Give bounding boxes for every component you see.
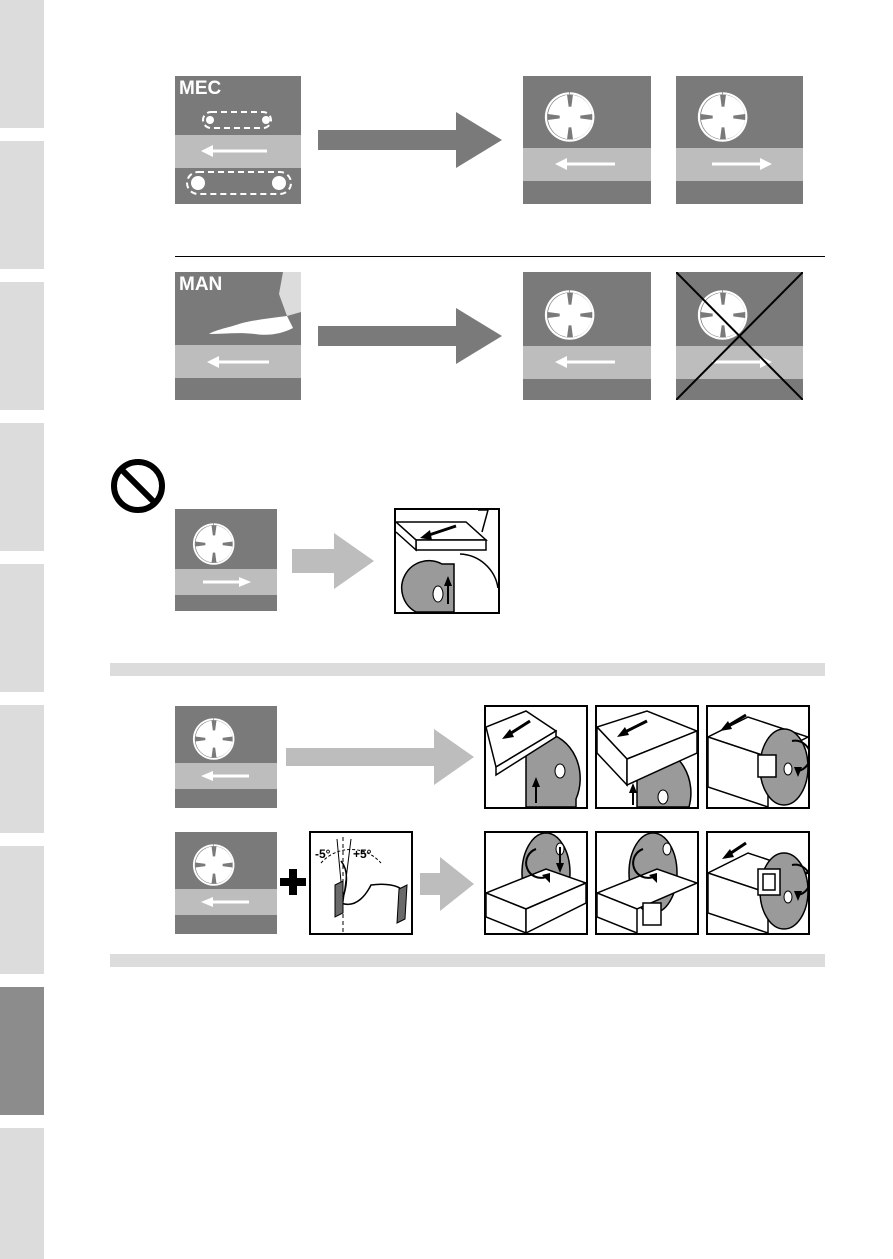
lower-arrow-2 bbox=[420, 857, 474, 911]
kickback-illustration bbox=[394, 508, 500, 614]
side-tab-8-active[interactable] bbox=[0, 987, 44, 1115]
left-arrow-icon bbox=[523, 148, 651, 181]
tooth-angle-diagram: -5° +5° bbox=[309, 831, 413, 935]
lower-blade-panel-1 bbox=[175, 706, 277, 808]
cross-out-icon bbox=[676, 272, 803, 400]
crosscut-illustration-1 bbox=[706, 705, 810, 809]
saw-blade-icon bbox=[533, 278, 607, 352]
prohibited-arrow bbox=[292, 533, 374, 589]
left-arrow-icon bbox=[175, 889, 277, 915]
mec-feed-panel: MEC bbox=[175, 76, 301, 204]
hand-icon bbox=[175, 272, 301, 400]
saw-blade-icon bbox=[686, 80, 760, 154]
right-arrow-icon bbox=[676, 148, 803, 181]
mec-result-panel-left bbox=[523, 76, 651, 204]
prohibited-blade-panel bbox=[175, 509, 277, 611]
side-tab-2[interactable] bbox=[0, 141, 44, 269]
side-tab-4[interactable] bbox=[0, 423, 44, 551]
minus-angle-label: -5° bbox=[315, 847, 330, 861]
plus-angle-label: +5° bbox=[353, 847, 371, 861]
mec-big-arrow bbox=[318, 112, 502, 168]
feed-roller-icon bbox=[175, 76, 301, 204]
side-tab-1[interactable] bbox=[0, 0, 44, 128]
left-arrow-icon bbox=[523, 346, 651, 379]
angled-cut-illustration-2 bbox=[595, 831, 699, 935]
saw-blade-icon bbox=[183, 513, 245, 575]
side-tab-9[interactable] bbox=[0, 1128, 44, 1259]
left-arrow-icon bbox=[175, 763, 277, 789]
man-result-panel-right bbox=[676, 272, 803, 400]
side-tab-5[interactable] bbox=[0, 564, 44, 692]
man-result-panel-left bbox=[523, 272, 651, 400]
prohibited-icon bbox=[110, 458, 166, 514]
side-tab-7[interactable] bbox=[0, 846, 44, 974]
lower-blade-panel-2 bbox=[175, 832, 277, 934]
section-rule-bottom bbox=[110, 954, 825, 967]
right-arrow-icon bbox=[175, 569, 277, 595]
crosscut-illustration-2 bbox=[706, 831, 810, 935]
man-feed-panel: MAN bbox=[175, 272, 301, 400]
rip-cut-illustration-1 bbox=[484, 705, 588, 809]
man-big-arrow bbox=[318, 308, 502, 364]
side-tab-6[interactable] bbox=[0, 705, 44, 833]
section-rule-top bbox=[110, 663, 825, 676]
mec-result-panel-right bbox=[676, 76, 803, 204]
plus-icon bbox=[280, 869, 306, 895]
lower-arrow-1 bbox=[286, 729, 474, 785]
angled-cut-illustration-1 bbox=[484, 831, 588, 935]
section-divider bbox=[175, 256, 825, 257]
saw-blade-icon bbox=[183, 834, 245, 896]
saw-blade-icon bbox=[533, 80, 607, 154]
saw-blade-icon bbox=[183, 708, 245, 770]
rip-cut-illustration-2 bbox=[595, 705, 699, 809]
side-tab-3[interactable] bbox=[0, 282, 44, 410]
